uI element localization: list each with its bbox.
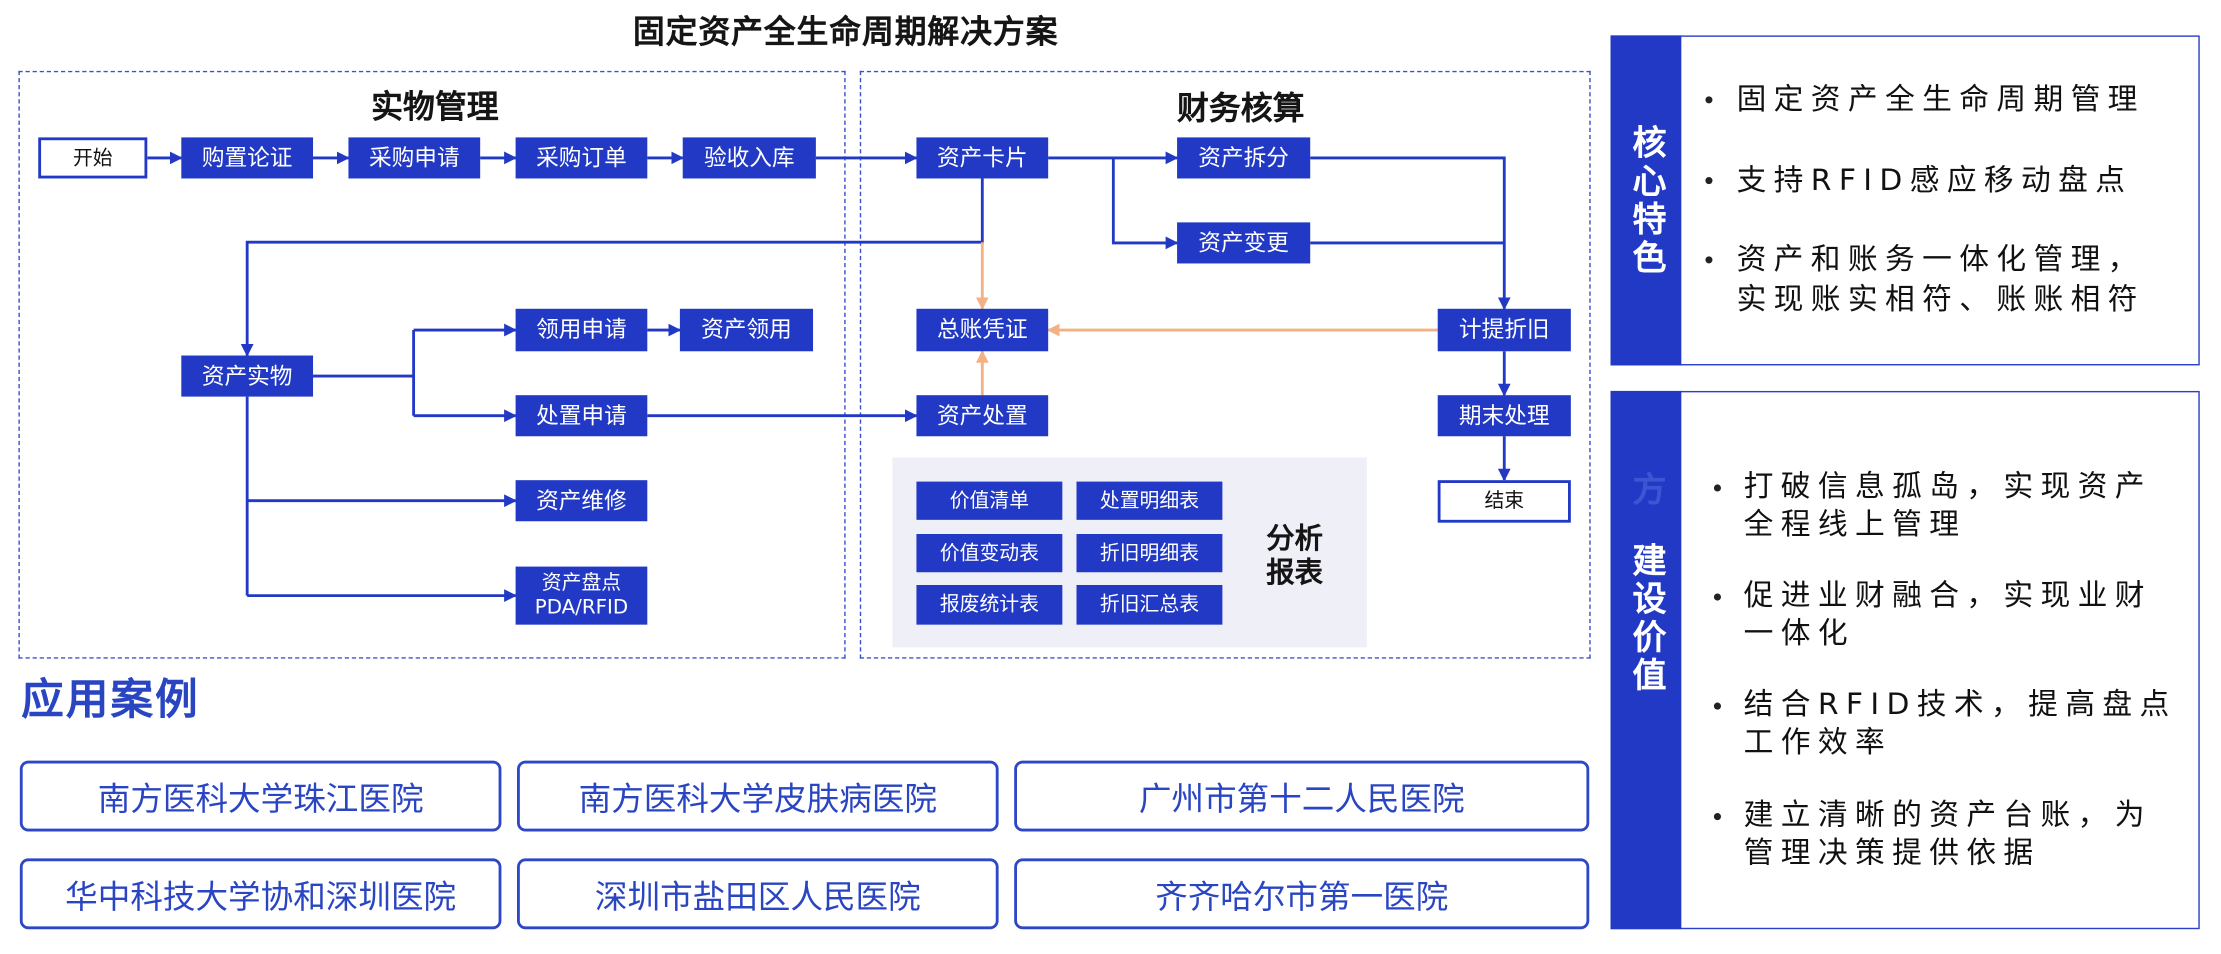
analysis-report-label: 分析 报表	[1259, 521, 1330, 589]
node-asset-repair: 资产维修	[515, 480, 648, 522]
connector-asset-card-to-change	[1111, 157, 1179, 250]
node-purchase-order: 采购订单	[515, 137, 648, 179]
node-purchase-request: 采购申请	[348, 137, 481, 179]
node-ledger-voucher: 总账凭证	[916, 308, 1049, 352]
node-asset-change: 资产变更	[1177, 222, 1311, 264]
report-item: 折旧明细表	[1076, 534, 1223, 573]
build-value-tab-faint-label: 方	[1626, 471, 1666, 510]
build-value-item: 打破信息孤岛，实现资产 全程线上管理	[1713, 467, 2152, 543]
build-value-text: 一体化	[1743, 616, 1855, 651]
node-start: 开始	[38, 137, 148, 179]
node-asset-inventory-device: PDA/RFID	[534, 595, 629, 619]
analysis-report-label-line: 报表	[1266, 555, 1323, 590]
build-value-tab-wrap: 建设价值	[1611, 543, 1682, 696]
build-value-item: 建立清晰的资产台账，为 管理决策提供依据	[1713, 796, 2152, 872]
build-value-text: 工作效率	[1743, 725, 1893, 760]
report-item: 报废统计表	[916, 584, 1063, 625]
core-features-box	[1610, 35, 2200, 366]
node-requisition-request: 领用申请	[515, 308, 648, 352]
report-item: 处置明细表	[1076, 481, 1223, 520]
core-feature-item: 资产和账务一体化管理， 实现账实相符、账账相符	[1705, 239, 2145, 318]
node-purchase-justification: 购置论证	[181, 137, 314, 179]
report-item: 折旧汇总表	[1076, 584, 1223, 625]
core-features-tab: 核心特色	[1610, 35, 1682, 366]
node-physical-asset: 资产实物	[181, 355, 314, 397]
build-value-text: 全程线上管理	[1743, 507, 1967, 542]
report-item: 价值变动表	[916, 534, 1063, 573]
connector-split-to-depreciation	[1310, 156, 1511, 311]
build-value-item: 促进业财融合，实现业财 一体化	[1713, 576, 2152, 652]
build-value-text: 打破信息孤岛，实现资产	[1743, 468, 2152, 503]
page-title: 固定资产全生命周期解决方案	[632, 14, 1059, 51]
build-value-text: 建立清晰的资产台账，为	[1743, 797, 2152, 832]
financial-accounting-title: 财务核算	[1177, 90, 1305, 128]
case-item: 齐齐哈尔市第一医院	[1014, 858, 1590, 930]
node-depreciation: 计提折旧	[1437, 308, 1571, 352]
build-value-tab-label: 建设价值	[1626, 542, 1666, 696]
node-disposal-request: 处置申请	[515, 395, 648, 437]
node-asset-card: 资产卡片	[916, 137, 1049, 179]
connector-asset-card-to-physical-asset	[240, 178, 984, 357]
report-item: 价值清单	[916, 481, 1063, 520]
core-feature-text: 实现账实相符、账账相符	[1736, 281, 2145, 316]
core-feature-item: 固定资产全生命周期管理	[1705, 79, 2145, 119]
build-value-box	[1610, 390, 2200, 930]
case-item: 南方医科大学珠江医院	[19, 760, 502, 832]
node-asset-inventory-label: 资产盘点	[541, 571, 622, 595]
financial-accounting-panel	[859, 70, 1591, 659]
physical-management-title: 实物管理	[371, 89, 499, 127]
node-period-end: 期末处理	[1437, 395, 1571, 437]
build-value-tab: 方 建设价值	[1610, 390, 1682, 930]
build-value-text: 促进业财融合，实现业财	[1743, 577, 2152, 612]
build-value-item: 结合RFID技术，提高盘点 工作效率	[1713, 686, 2177, 762]
core-feature-text: 资产和账务一体化管理，	[1736, 242, 2145, 277]
case-item: 广州市第十二人民医院	[1014, 760, 1590, 832]
node-asset-inventory: 资产盘点 PDA/RFID	[515, 566, 648, 625]
cases-heading: 应用案例	[21, 675, 200, 726]
build-value-text: 结合RFID技术，提高盘点	[1743, 686, 2177, 721]
node-asset-split: 资产拆分	[1177, 137, 1311, 179]
analysis-report-label-line: 分析	[1266, 521, 1323, 556]
build-value-text: 管理决策提供依据	[1743, 835, 2041, 870]
core-feature-text: 固定资产全生命周期管理	[1736, 82, 2145, 117]
case-item: 华中科技大学协和深圳医院	[19, 858, 502, 930]
case-item: 深圳市盐田区人民医院	[517, 858, 999, 930]
node-asset-disposal: 资产处置	[916, 395, 1049, 437]
node-asset-requisition: 资产领用	[679, 308, 814, 352]
core-features-tab-label: 核心特色	[1626, 123, 1666, 277]
physical-management-panel	[18, 70, 846, 659]
core-feature-item: 支持RFID感应移动盘点	[1705, 160, 2133, 200]
build-value-tab-faint-wrap: 方	[1611, 472, 1682, 510]
case-item: 南方医科大学皮肤病医院	[517, 760, 999, 832]
node-acceptance-storage: 验收入库	[682, 137, 816, 179]
core-feature-text: 支持RFID感应移动盘点	[1736, 162, 2133, 197]
node-end: 结束	[1437, 480, 1571, 523]
